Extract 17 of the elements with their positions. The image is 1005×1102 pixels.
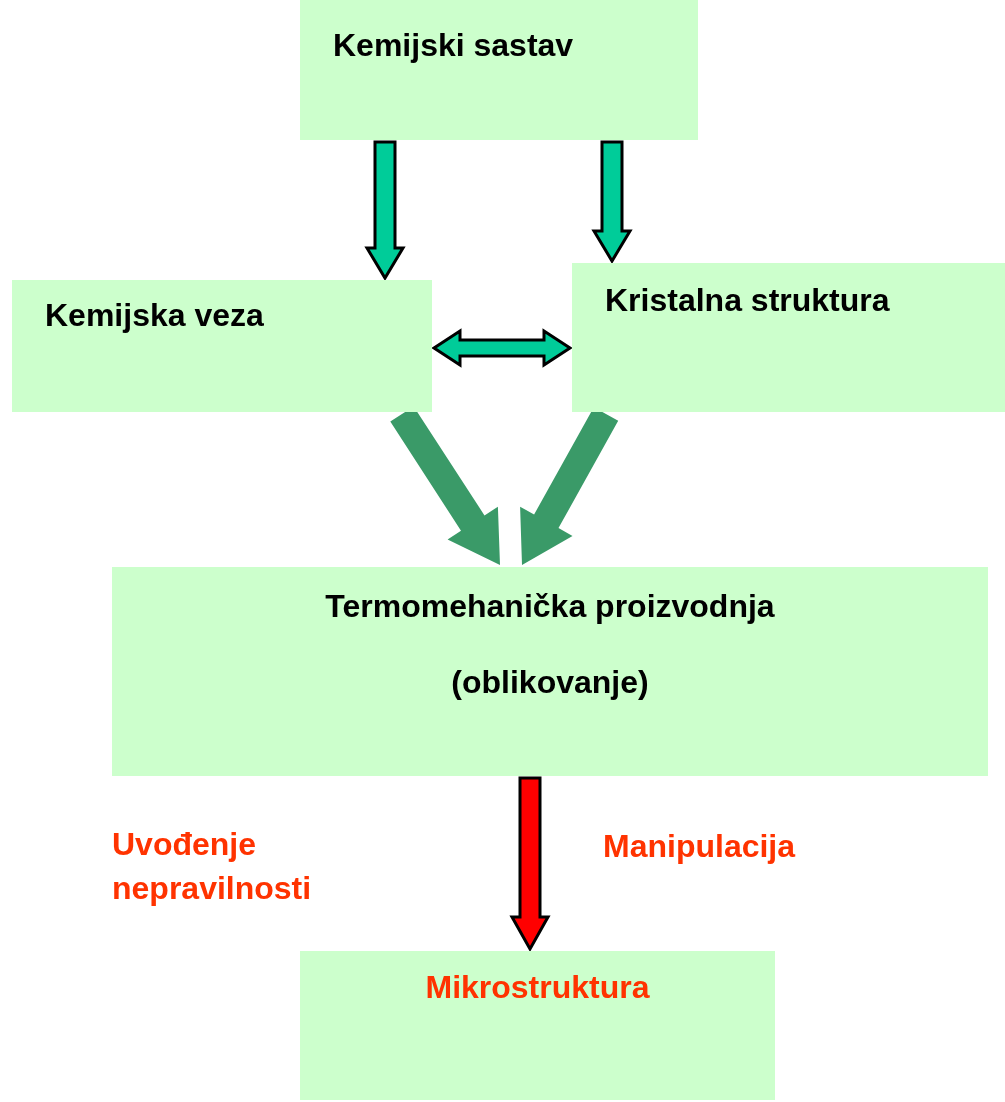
block-arrow <box>591 140 633 264</box>
process-box <box>572 263 1005 412</box>
block-arrow <box>509 776 551 953</box>
block-arrow <box>364 140 406 281</box>
process-box <box>112 567 988 776</box>
process-box <box>300 951 775 1100</box>
annotation-text: Manipulacija <box>603 827 797 866</box>
box-text: Termomehanička proizvodnja <box>325 587 775 625</box>
box-text: (oblikovanje) <box>451 663 649 701</box>
process-box <box>300 0 698 140</box>
box-text: Kristalna struktura <box>605 281 891 319</box>
box-text: Kemijski sastav <box>333 26 575 64</box>
box-text: Mikrostruktura <box>425 968 650 1006</box>
block-arrow <box>431 328 573 368</box>
box-text: Kemijska veza <box>45 296 265 334</box>
process-box <box>12 280 432 412</box>
annotation-text: Uvođenje nepravilnosti <box>112 825 313 908</box>
